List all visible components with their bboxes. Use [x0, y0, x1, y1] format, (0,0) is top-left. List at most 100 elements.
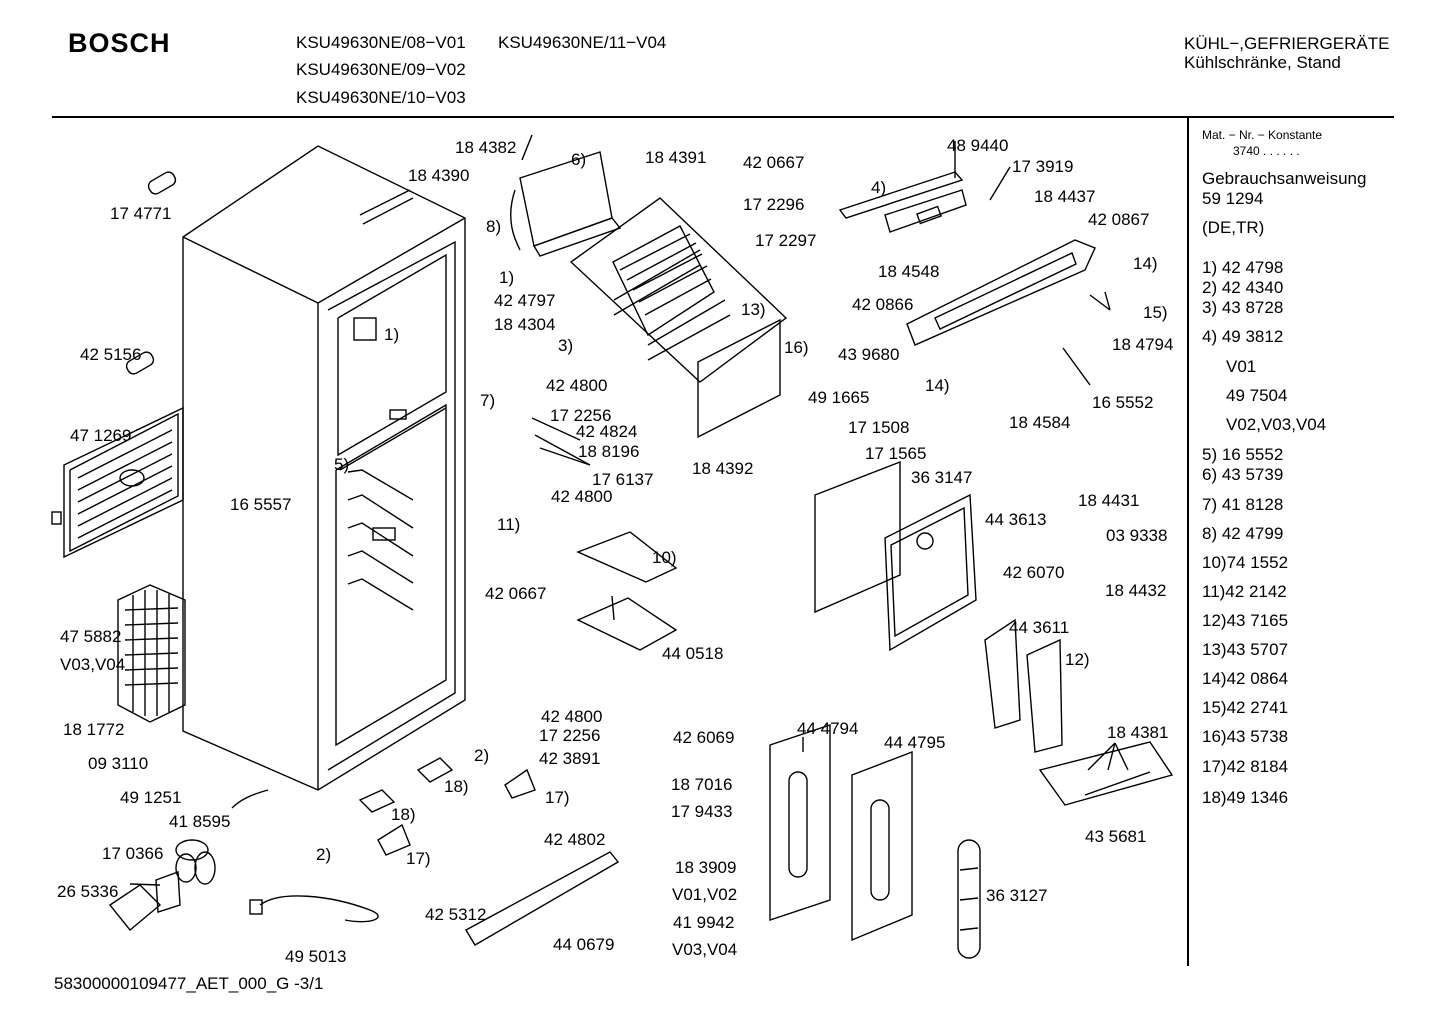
part-label: 17 2296 [743, 195, 804, 214]
part-label: 48 9440 [947, 136, 1008, 155]
part-label: 13) [741, 300, 766, 319]
part-list-entry: 4) 49 3812 [1202, 327, 1284, 346]
part-label: 42 4800 [551, 487, 612, 506]
part-label: 44 3613 [985, 510, 1046, 529]
part-label: 49 5013 [285, 947, 346, 966]
part-label: 42 4800 [546, 376, 607, 395]
power-cord [249, 895, 379, 923]
part-label: 42 0867 [1088, 210, 1149, 229]
part-label: 17 1508 [848, 418, 909, 437]
model-number: KSU49630NE/09−V02 [296, 60, 466, 79]
part-label: 42 4800 [541, 707, 602, 726]
door-bin [984, 618, 1063, 753]
part-label: 41 9942 [673, 913, 734, 932]
part-label: 44 4795 [884, 733, 945, 752]
part-label: 17) [406, 849, 431, 868]
ceiling-cover [510, 151, 622, 257]
bracket [358, 789, 396, 813]
part-label: 4) [871, 178, 886, 197]
part-label: 2) [316, 845, 331, 864]
part-label: 17 2297 [755, 231, 816, 250]
part-label: 14) [1133, 254, 1158, 273]
part-label: 42 3891 [539, 749, 600, 768]
evaporator [569, 197, 788, 383]
bracket [504, 768, 536, 799]
part-list-entry: 13)43 5707 [1202, 640, 1289, 659]
part-label: 42 4797 [494, 291, 555, 310]
part-label: 18 1772 [63, 720, 124, 739]
part-label: 49 1665 [808, 388, 869, 407]
part-label: 42 5156 [80, 345, 141, 364]
part-label: 44 0518 [662, 644, 723, 663]
part-label: 36 3147 [911, 468, 972, 487]
part-label: 14) [925, 376, 950, 395]
part-label: V01,V02 [672, 885, 737, 904]
shelf-support [576, 531, 678, 651]
part-label: 18 4391 [645, 148, 706, 167]
part-label: 43 5681 [1085, 827, 1146, 846]
back-grille [51, 406, 184, 559]
foot-cover [465, 851, 620, 946]
part-label: 17) [545, 788, 570, 807]
manual-language: (DE,TR) [1202, 218, 1265, 237]
part-list-entry: 17)42 8184 [1202, 757, 1289, 776]
mat-value: 3740 . . . . . . [1233, 144, 1300, 158]
part-label: 43 9680 [838, 345, 899, 364]
part-label: 18 7016 [671, 775, 732, 794]
part-label: 3) [558, 336, 573, 355]
cylinder-42-5156 [125, 351, 155, 375]
part-label: 18 4431 [1078, 491, 1139, 510]
part-label: 49 1251 [120, 788, 181, 807]
cylinder-17-4771 [147, 171, 177, 195]
fridge-cabinet [182, 145, 466, 791]
part-label: 17 9433 [671, 802, 732, 821]
part-label: 10) [652, 548, 677, 567]
cable-41-8595 [231, 789, 269, 809]
part-list-entry: 16)43 5738 [1202, 727, 1289, 746]
part-label: 5) [334, 455, 349, 474]
manual-title: Gebrauchsanweisung [1202, 169, 1367, 188]
part-list-entry: 18)49 1346 [1202, 788, 1289, 807]
duct-panel [814, 460, 977, 652]
brand-logo: BOSCH [68, 28, 171, 58]
part-list-entry: V02,V03,V04 [1226, 415, 1327, 434]
part-label: 1) [499, 268, 514, 287]
part-label: 03 9338 [1106, 526, 1167, 545]
part-label: 17 3919 [1012, 157, 1073, 176]
part-list-entry: V01 [1226, 357, 1257, 376]
part-label: 2) [474, 746, 489, 765]
manual-number: 59 1294 [1202, 189, 1264, 208]
compressor-mount [108, 871, 181, 931]
part-label: 7) [480, 391, 495, 410]
part-list-entry: 11)42 2142 [1202, 582, 1287, 601]
part-label: 44 3611 [1009, 618, 1069, 637]
part-label: 44 4794 [797, 719, 858, 738]
model-number: KSU49630NE/11−V04 [498, 33, 667, 52]
part-label: 18 4794 [1112, 335, 1173, 354]
part-label: 18 4382 [455, 138, 516, 157]
part-label: 18 4392 [692, 459, 753, 478]
part-label: 42 0667 [743, 153, 804, 172]
fan [175, 839, 216, 885]
part-label: 09 3110 [88, 754, 148, 773]
part-list-entry: 49 7504 [1226, 386, 1288, 405]
part-label: 18 3909 [675, 858, 736, 877]
part-label: 18 4390 [408, 166, 469, 185]
part-list-entry: 14)42 0864 [1202, 669, 1289, 688]
part-label: 18 4584 [1009, 413, 1070, 432]
part-label: 15) [1143, 303, 1168, 322]
part-label: 17 4771 [110, 204, 171, 223]
part-list-entry: 7) 41 8128 [1202, 495, 1284, 514]
part-label: 6) [571, 150, 586, 169]
model-number: KSU49630NE/08−V01 [296, 33, 466, 52]
part-label: 17 0366 [102, 844, 163, 863]
part-label: 44 0679 [553, 935, 614, 954]
part-label: 18) [444, 777, 469, 796]
part-label: 1) [384, 325, 399, 344]
bracket [416, 757, 454, 783]
control-panel [838, 171, 967, 233]
part-label: 47 5882 [60, 627, 121, 646]
part-label: 42 5312 [425, 905, 486, 924]
part-list-entry: 1) 42 4798 [1202, 258, 1284, 277]
part-label: 26 5336 [57, 882, 118, 901]
